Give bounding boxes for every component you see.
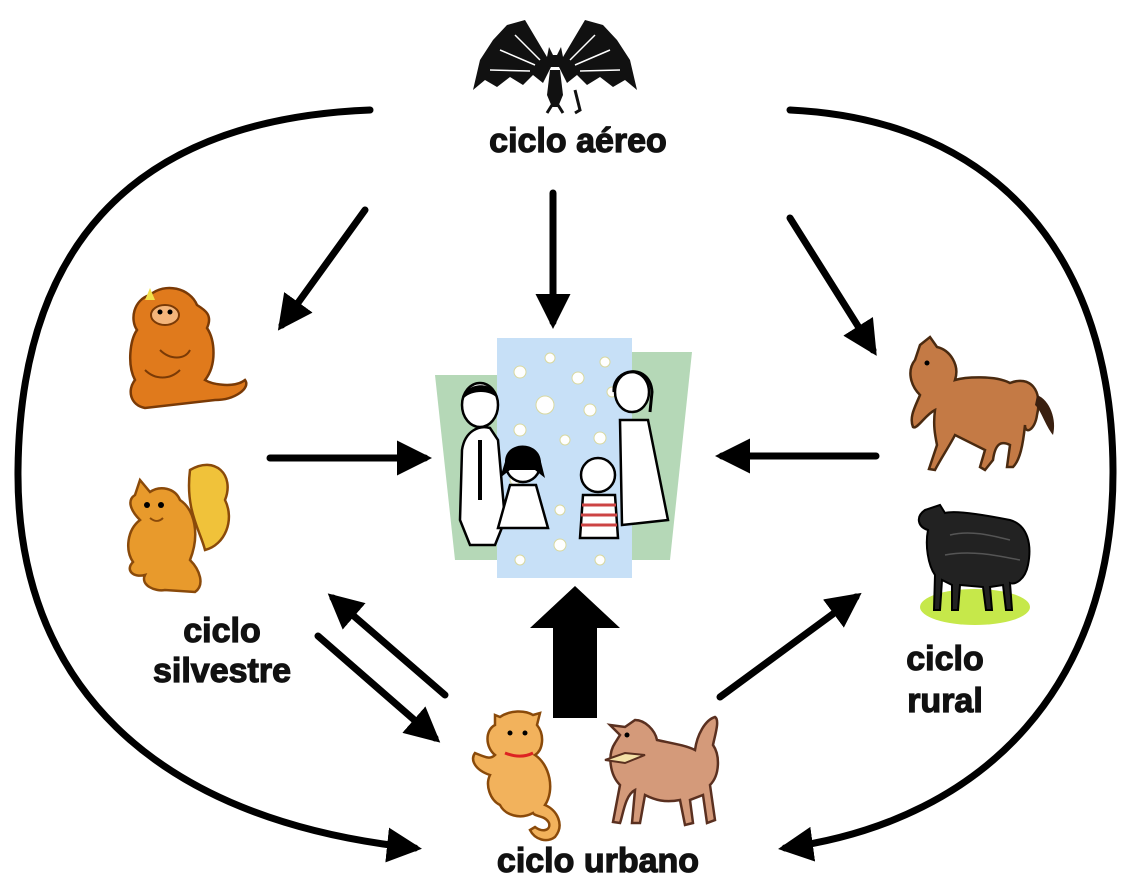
family-illustration xyxy=(435,338,692,578)
sheep-icon xyxy=(917,503,1031,625)
arrow-urbano-to-rural xyxy=(716,592,862,701)
outer-arc-left xyxy=(14,106,422,863)
horse-icon xyxy=(909,335,1055,472)
arrow-silvestre-to-urbano xyxy=(314,632,441,743)
label-ciclo-rural-line2: rural xyxy=(907,682,983,720)
dog-icon xyxy=(604,715,720,827)
bat-icon xyxy=(473,20,637,115)
label-ciclo-silvestre-line1: ciclo xyxy=(183,612,260,650)
squirrel-icon xyxy=(127,463,231,594)
monkey-icon xyxy=(129,286,248,410)
label-ciclo-silvestre-line2: silvestre xyxy=(153,652,291,690)
label-ciclo-rural-line1: ciclo xyxy=(906,640,983,678)
cat-icon xyxy=(471,710,561,842)
label-ciclo-aereo: ciclo aéreo xyxy=(489,122,667,160)
arrow-aereo-to-silvestre xyxy=(277,206,369,331)
arrow-urbano-to-silvestre xyxy=(327,593,449,699)
arrow-aereo-to-rural xyxy=(786,214,877,356)
outer-arc-right xyxy=(778,106,1117,862)
label-ciclo-urbano: ciclo urbano xyxy=(497,842,699,880)
block-arrow-urbano-to-human xyxy=(530,586,620,718)
